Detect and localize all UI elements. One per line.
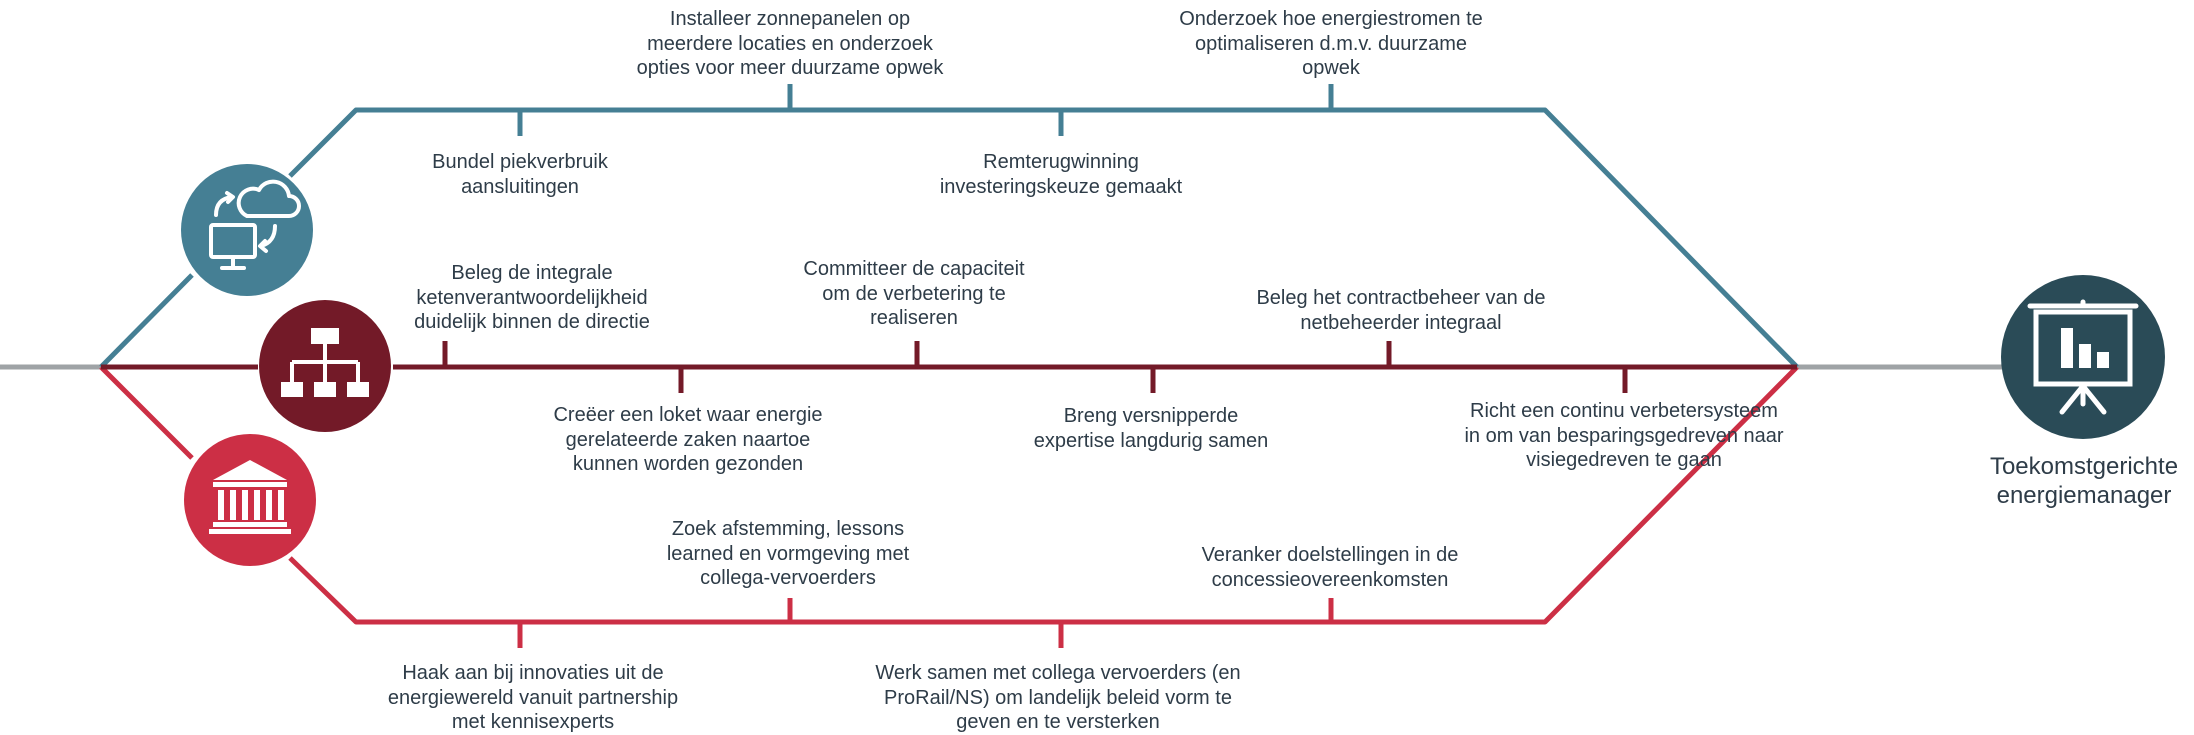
red-track — [99, 365, 194, 460]
maroon-label-above-2: Committeer de capaciteit om de verbeteri… — [803, 258, 1025, 329]
institution-building-icon — [184, 434, 316, 566]
maroon-label-below-3: Richt een continu verbetersysteem in om … — [1464, 400, 1784, 471]
maroon-ticks — [442, 341, 1628, 393]
presentation-board-chart-icon — [2001, 275, 2165, 439]
teal-label-below-2: Remterugwinning investeringskeuze gemaak… — [939, 151, 1183, 198]
maroon-label-below-2: Breng versnipperde expertise langdurig s… — [1033, 405, 1269, 452]
goal-label-line2: energiemanager — [1996, 482, 2172, 509]
red-track-lower — [288, 365, 1799, 625]
red-label-above-1: Zoek afstemming, lessons learned en vorm… — [666, 518, 910, 589]
org-chart-icon — [259, 300, 391, 432]
maroon-label-below-1: Creëer een loket waar energie gerelateer… — [553, 404, 823, 475]
cloud-computer-sync-icon — [181, 164, 313, 296]
red-label-above-2: Veranker doelstellingen in de concessieo… — [1201, 544, 1459, 591]
goal-label: Toekomstgerichte energiemanager — [1990, 452, 2178, 510]
red-label-below-1: Haak aan bij innovaties uit de energiewe… — [387, 662, 679, 733]
teal-label-above-1: Installeer zonnepanelen op meerdere loca… — [636, 8, 944, 79]
teal-label-above-2: Onderzoek hoe energiestromen te optimali… — [1179, 8, 1483, 79]
teal-track-upper — [288, 107, 1799, 369]
teal-track — [99, 273, 194, 369]
teal-label-below-1: Bundel piekverbruik aansluitingen — [432, 151, 608, 198]
red-label-below-2: Werk samen met collega vervoerders (en P… — [875, 662, 1241, 733]
maroon-label-above-1: Beleg de integrale ketenverantwoordelijk… — [414, 262, 650, 333]
teal-ticks — [517, 84, 1334, 136]
red-ticks — [517, 598, 1334, 648]
maroon-label-above-3: Beleg het contractbeheer van de netbehee… — [1256, 287, 1546, 334]
goal-label-line1: Toekomstgerichte — [1989, 453, 2179, 480]
